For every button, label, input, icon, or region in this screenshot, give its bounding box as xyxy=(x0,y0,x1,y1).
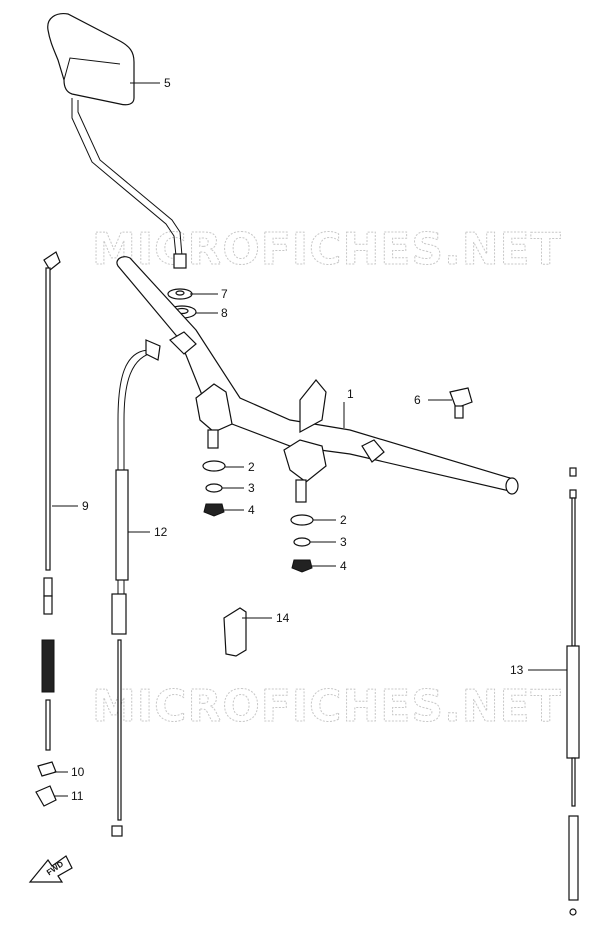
clip-part-14 xyxy=(223,607,247,657)
callout-14: 14 xyxy=(276,611,290,625)
cap-part-10 xyxy=(37,761,57,777)
watermark-top: MICROFICHES.NET xyxy=(92,224,562,275)
callout-9: 9 xyxy=(82,499,89,513)
callout-10: 10 xyxy=(71,765,85,779)
nut-part-4a xyxy=(203,503,225,517)
watermark-bottom: MICROFICHES.NET xyxy=(92,681,562,732)
nut-part-4b xyxy=(291,559,313,573)
callout-1: 1 xyxy=(347,387,354,401)
fwd-arrow-icon: FWD xyxy=(28,855,73,883)
washer-part-2a xyxy=(202,460,226,472)
washer-part-3a xyxy=(205,483,223,493)
callout-2b: 2 xyxy=(340,513,347,527)
cable-part-9 xyxy=(41,251,61,751)
washer-part-2b xyxy=(290,514,314,526)
callout-12: 12 xyxy=(154,525,168,539)
callout-7: 7 xyxy=(221,287,228,301)
callout-13: 13 xyxy=(510,663,524,677)
cable-part-13 xyxy=(566,467,580,916)
callout-4a: 4 xyxy=(248,503,255,517)
cable-part-12 xyxy=(111,339,161,837)
callout-8: 8 xyxy=(221,306,228,320)
callout-4b: 4 xyxy=(340,559,347,573)
callout-11: 11 xyxy=(71,789,84,803)
handlebar-part xyxy=(116,256,519,503)
washer-7-hole xyxy=(175,290,185,296)
callout-3b: 3 xyxy=(340,535,347,549)
callout-2a: 2 xyxy=(248,460,255,474)
callout-6: 6 xyxy=(414,393,421,407)
washer-part-3b xyxy=(293,537,311,547)
callout-5: 5 xyxy=(164,76,171,90)
nut-part-11 xyxy=(35,785,57,807)
end-cap-part xyxy=(449,387,473,419)
callout-3a: 3 xyxy=(248,481,255,495)
mirror-part xyxy=(47,13,187,269)
